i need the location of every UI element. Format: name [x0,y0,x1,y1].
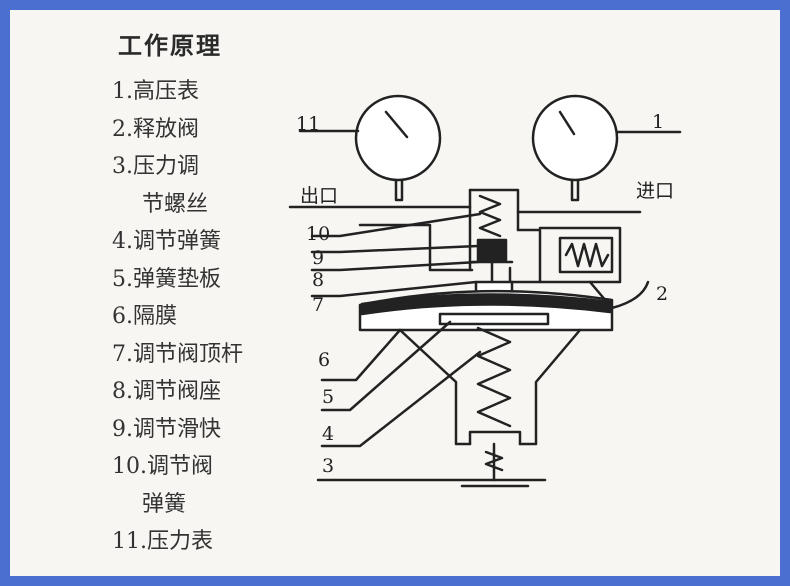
legend-item: 8.调节阀座 [112,379,221,404]
adjusting-slider [476,238,508,262]
legend-item: 10.调节阀 [112,454,213,479]
leader-9 [310,244,480,254]
legend-item: 7.调节阀顶杆 [112,341,243,367]
valve-spring [478,194,502,238]
leader-10 [310,212,482,238]
legend-item: 2.释放阀 [112,116,199,142]
callout-10: 10 [306,223,330,245]
spring-plate [438,312,550,326]
outlet-gauge [354,94,442,182]
diaphragm [360,293,612,316]
relief-valve-chamber [538,226,622,284]
callout-5: 5 [322,386,334,408]
outlet-gauge-stem [394,178,404,202]
legend-item: 3.压力调 [112,154,199,179]
legend-item: 9.调节滑快 [112,416,221,442]
relief-valve-spring [564,242,610,268]
diagram-title: 工作原理 [118,32,222,60]
callout-3: 3 [322,455,334,477]
relief-valve-box [558,236,614,274]
callout-11: 11 [296,113,320,135]
inlet-label: 进口 [636,180,674,202]
bonnet-right [518,328,582,446]
callout-1: 1 [652,111,664,133]
parts-legend: 1.高压表 2.释放阀 3.压力调 节螺丝 4.调节弹簧 5.弹簧垫板 6.隔膜… [112,76,243,564]
bonnet-left [398,328,472,446]
inlet-gauge [531,94,619,182]
callout-4: 4 [322,423,334,445]
leader-2 [588,280,650,310]
legend-item-continuation: 弹簧 [142,491,187,517]
callout-9: 9 [312,247,324,269]
bonnet-bottom [468,430,522,446]
legend-item-continuation: 节螺丝 [142,191,209,217]
valve-housing-right [508,228,542,284]
leader-5 [320,320,452,412]
legend-item: 1.高压表 [112,79,199,104]
callout-8: 8 [312,269,324,291]
valve-housing-top [468,188,520,232]
leader-4 [320,350,482,448]
inlet-gauge-needle [558,110,576,136]
leader-7 [310,280,478,298]
callout-6: 6 [318,349,330,371]
leader-6 [320,328,402,382]
adjusting-screw-thread [484,450,504,472]
legend-item: 5.弹簧垫板 [112,266,221,292]
leader-8 [310,260,480,272]
callout-2: 2 [656,283,668,305]
adjusting-spring [476,326,512,428]
outlet-gauge-needle [384,110,409,139]
outlet-label: 出口 [300,185,338,207]
callout-7: 7 [312,294,324,316]
legend-item: 4.调节弹簧 [112,229,221,254]
legend-item: 11.压力表 [112,529,213,554]
legend-item: 6.隔膜 [112,304,177,329]
inlet-gauge-stem [570,178,580,202]
